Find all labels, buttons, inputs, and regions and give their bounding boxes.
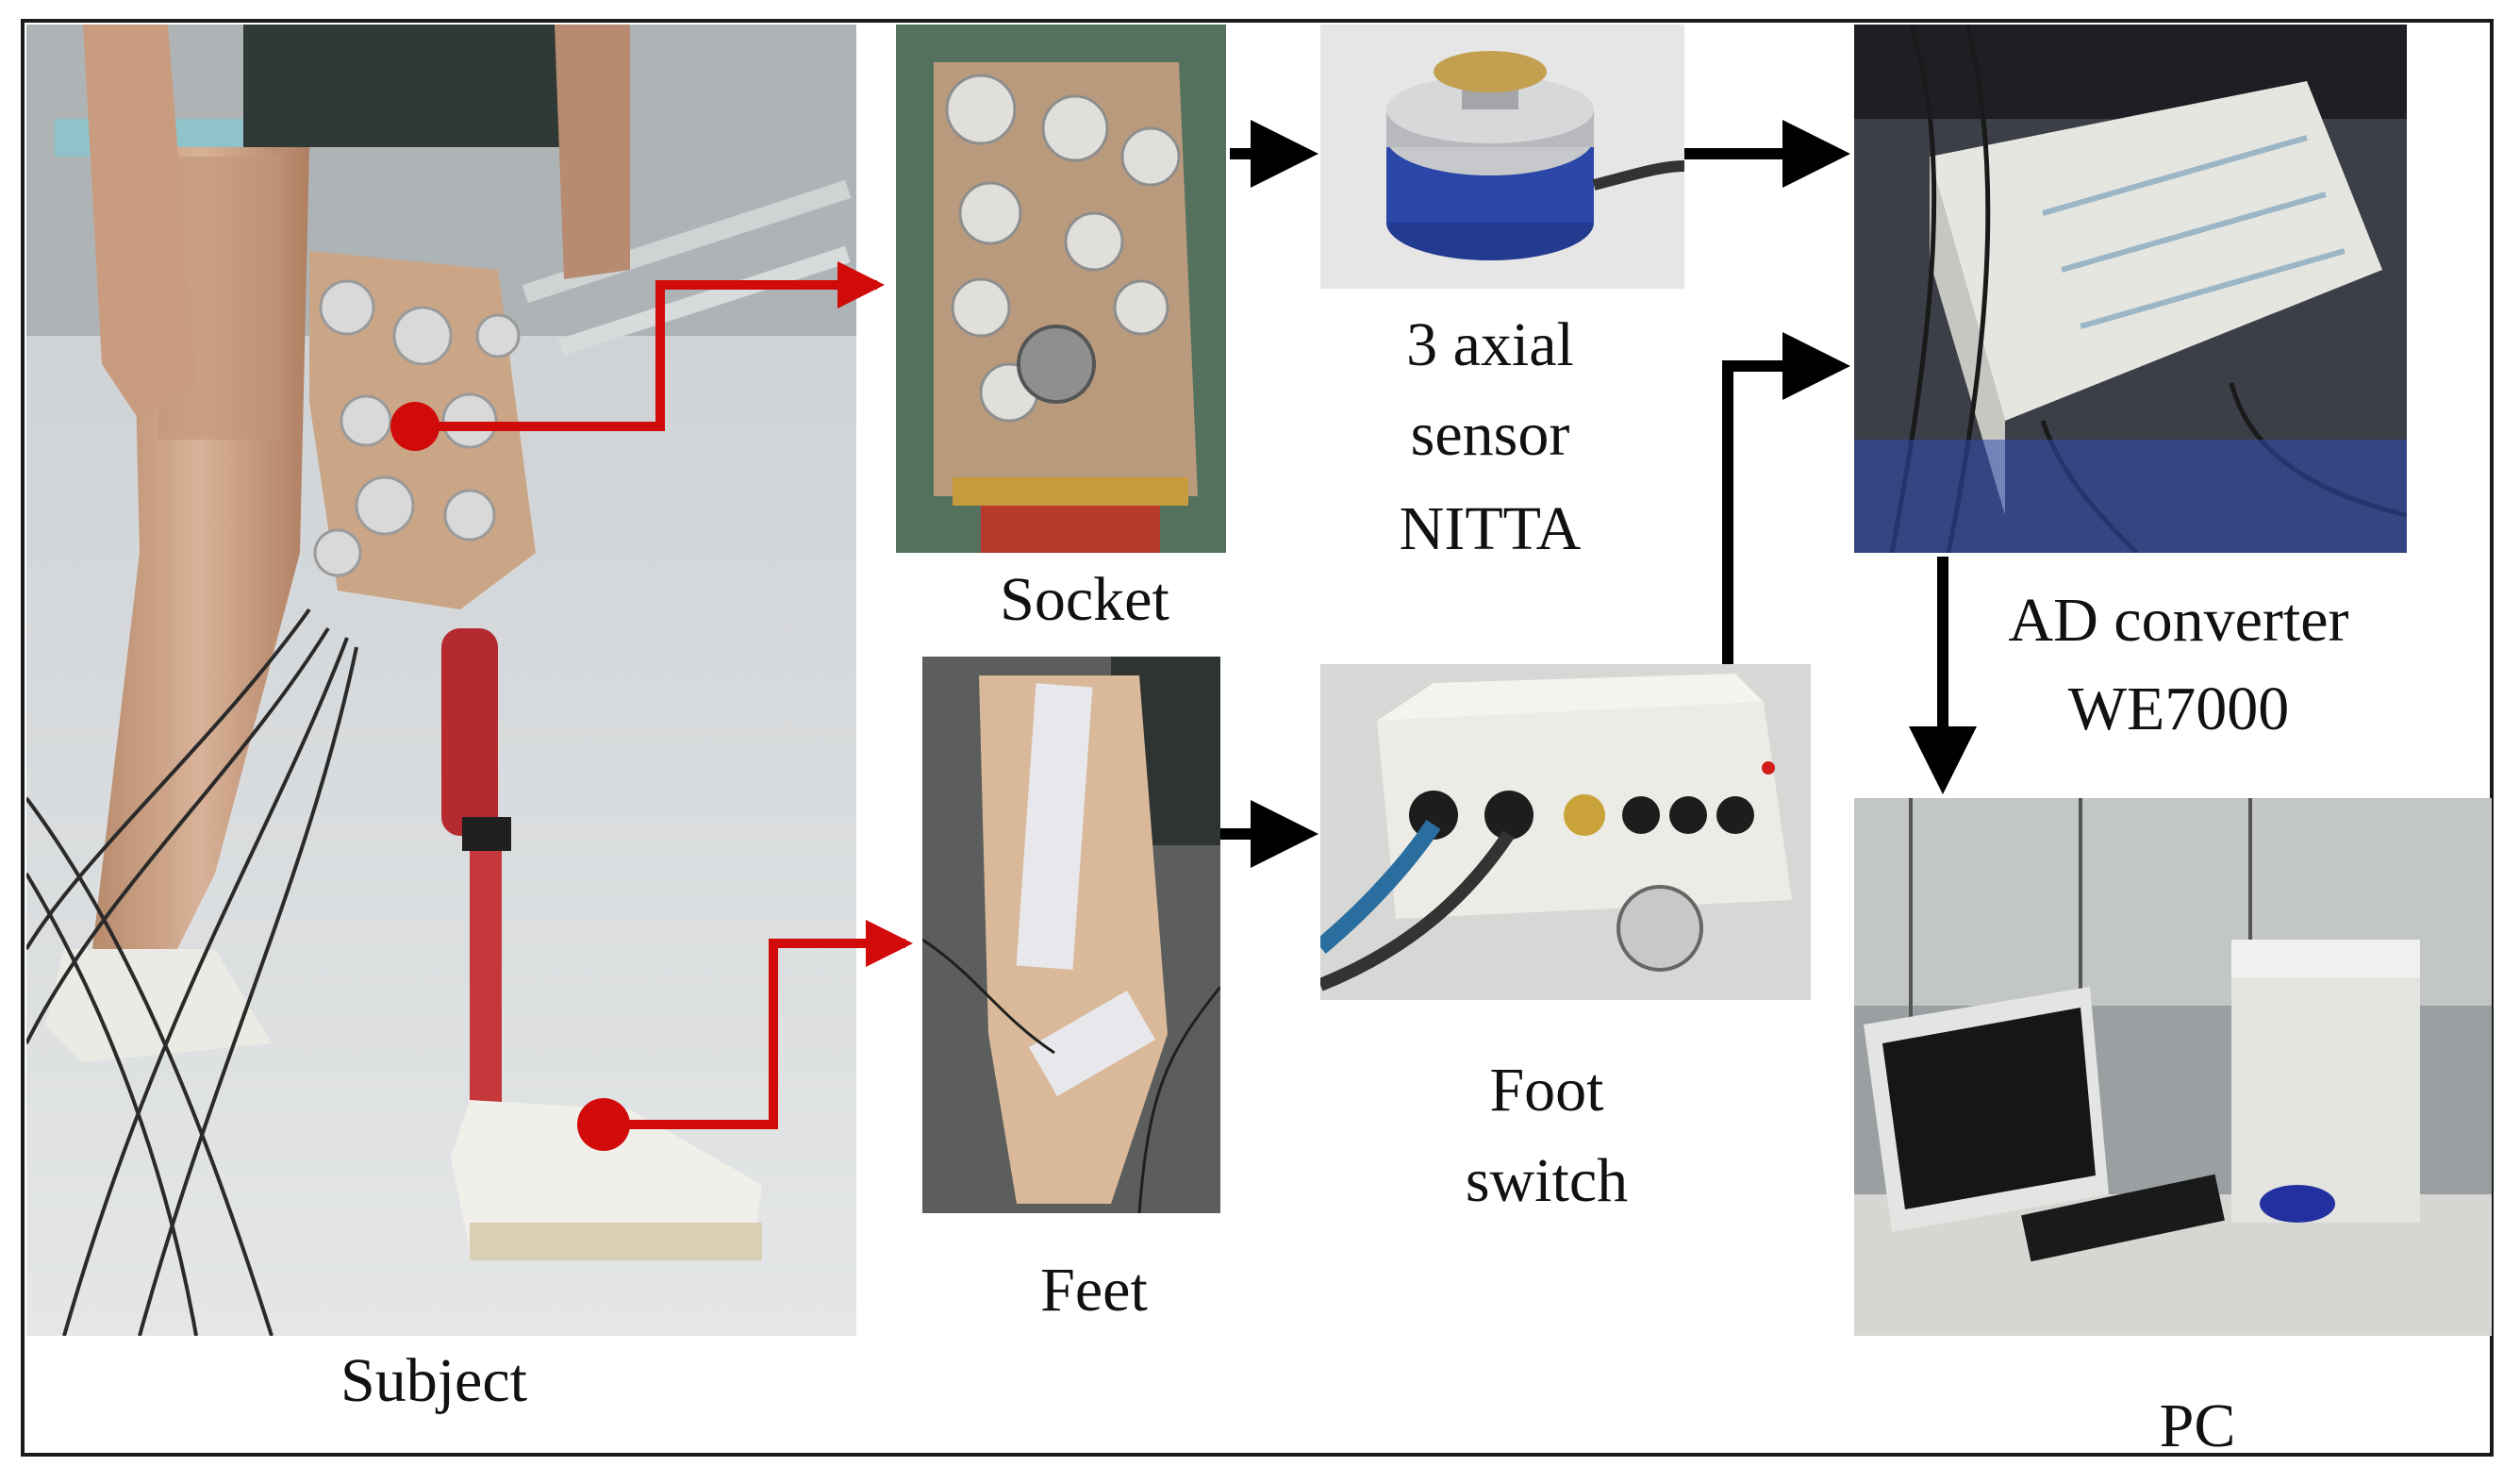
- ad-converter-photo: [1854, 25, 2407, 553]
- feet-label: Feet: [1040, 1256, 1148, 1325]
- foot-switch-label-line-1: Foot: [1489, 1056, 1604, 1125]
- ad-converter-label-line-2: WE7000: [2067, 675, 2290, 743]
- pc-label: PC: [2159, 1391, 2236, 1460]
- ad-converter-label-line-1: AD converter: [2008, 586, 2349, 655]
- subject-label: Subject: [340, 1346, 527, 1415]
- feet-photo: [922, 657, 1220, 1213]
- sensor-label-line-2: sensor: [1410, 400, 1570, 469]
- socket-label: Socket: [1000, 565, 1169, 634]
- foot-switch-photo: [1320, 664, 1811, 1000]
- sensor-photo: [1320, 25, 1684, 289]
- foot-switch-label-line-2: switch: [1465, 1146, 1629, 1215]
- socket-photo: [896, 25, 1226, 553]
- sensor-label-line-1: 3 axial: [1406, 310, 1574, 379]
- subject-photo: [26, 25, 856, 1336]
- pc-photo: [1854, 798, 2492, 1336]
- sensor-label-line-3: NITTA: [1399, 494, 1582, 563]
